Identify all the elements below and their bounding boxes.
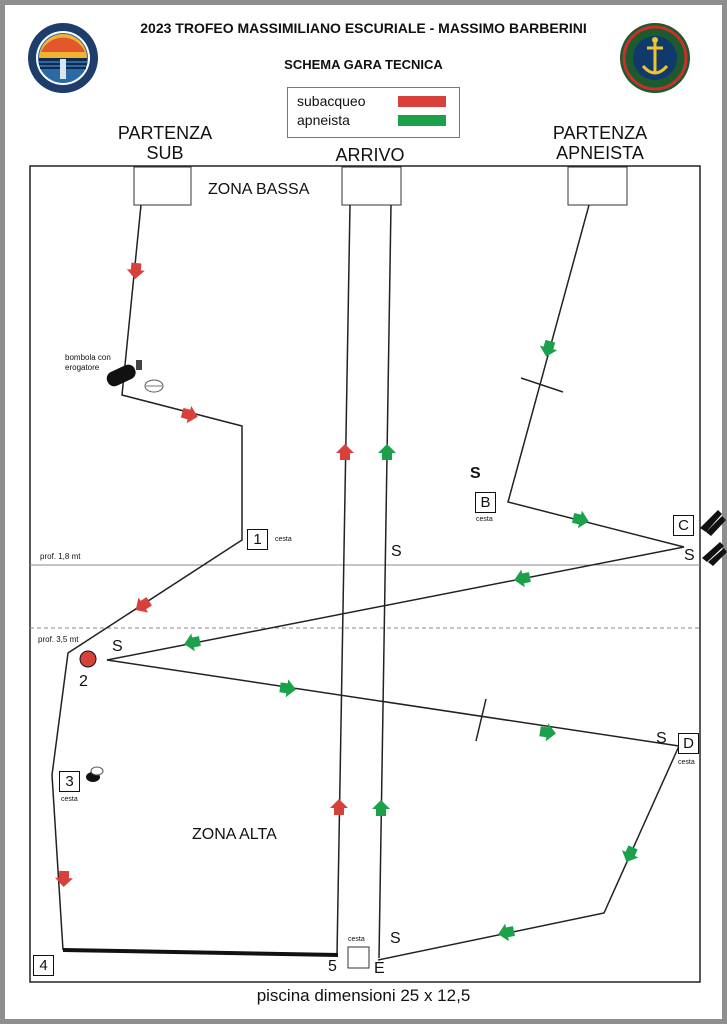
finish-block: [341, 166, 402, 206]
legend-label-apnea: apneista: [297, 112, 350, 128]
sub-route: [51, 204, 243, 951]
start-apnea-label: PARTENZA APNEISTA: [520, 123, 680, 163]
basket-box-5: [347, 946, 370, 969]
route-tick-2: [475, 698, 487, 742]
legend: [287, 87, 460, 138]
pool-outline: [29, 165, 701, 983]
green-arrow-3: [512, 568, 532, 589]
waypoint-5: 5: [328, 958, 337, 975]
basket-label-b: cesta: [476, 516, 493, 523]
s-mark-arrivo: S: [391, 543, 402, 560]
depth-label-shallow: prof. 1,8 mt: [40, 552, 81, 561]
pool-dimensions: piscina dimensioni 25 x 12,5: [256, 986, 471, 1005]
page-subtitle: SCHEMA GARA TECNICA: [284, 57, 443, 72]
green-arrow-2: [571, 509, 591, 531]
waypoint-d: D: [678, 733, 699, 754]
red-arrow-3: [130, 593, 155, 618]
red-arrow-4: [54, 870, 74, 888]
waypoint-3: 3: [59, 771, 80, 792]
fins-icon: [700, 510, 727, 566]
basket-label-d: cesta: [678, 759, 695, 766]
legend-swatch-sub: [398, 96, 446, 107]
waypoint-e: E: [374, 960, 385, 977]
tank-icon: [106, 360, 142, 387]
tank-label: bombola con erogatore: [65, 353, 111, 373]
legend-swatch-apnea: [398, 115, 446, 126]
green-arrow-4: [182, 632, 202, 653]
start-apnea-label-line1: PARTENZA: [552, 123, 648, 143]
red-arrow-6: [330, 799, 348, 815]
red-arrow-1: [126, 262, 146, 280]
start-sub-label-line1: PARTENZA: [117, 123, 213, 143]
tank-label-line2: erogatore: [65, 363, 100, 372]
waypoint-1: 1: [247, 529, 268, 550]
waypoint-c: C: [673, 515, 694, 536]
apnea-route: [106, 204, 685, 961]
green-arrow-5: [278, 678, 298, 699]
waypoint-2: 2: [79, 673, 88, 690]
start-sub-block: [133, 166, 192, 206]
page-title: 2023 TROFEO MASSIMILIANO ESCURIALE - MAS…: [140, 20, 587, 36]
waypoint-b: B: [475, 492, 496, 513]
s-mark-2: S: [112, 638, 123, 655]
start-apnea-block: [567, 166, 628, 206]
federation-logo-right: [619, 22, 691, 94]
waypoint-4: 4: [33, 955, 54, 976]
basket-label-1: cesta: [275, 536, 292, 543]
zone-shallow-label: ZONA BASSA: [208, 181, 310, 198]
start-apnea-label-line2: APNEISTA: [556, 143, 644, 163]
basket-label-3: cesta: [61, 796, 78, 803]
mask-icon: [144, 379, 164, 393]
s-mark-d: S: [656, 730, 667, 747]
finish-label: ARRIVO: [335, 145, 405, 165]
sub-route-bottom: [62, 948, 339, 957]
depth-label-deep: prof. 3,5 mt: [38, 635, 79, 644]
mask-icon-black: [86, 766, 104, 782]
route-tick-1: [520, 377, 564, 393]
green-arrow-9: [378, 444, 396, 460]
s-mark-e: S: [390, 930, 401, 947]
legend-label-sub: subacqueo: [297, 93, 366, 109]
red-arrow-5: [336, 444, 354, 460]
tank-label-line1: bombola con: [65, 353, 111, 362]
zone-deep-label: ZONA ALTA: [192, 826, 277, 843]
start-sub-label: PARTENZA SUB: [90, 123, 240, 163]
basket-label-5: cesta: [348, 936, 365, 943]
finish-lane-apnea: [378, 204, 392, 959]
finish-lane-sub: [336, 204, 351, 956]
start-sub-label-line2: SUB: [146, 143, 184, 163]
s-mark-c: S: [684, 547, 695, 564]
s-mark-b: S: [470, 465, 481, 482]
weight-marker-red: [79, 650, 97, 668]
green-arrow-7: [618, 843, 642, 866]
green-arrow-10: [372, 800, 390, 816]
club-logo-left: [27, 22, 99, 94]
green-arrow-8: [496, 922, 516, 944]
